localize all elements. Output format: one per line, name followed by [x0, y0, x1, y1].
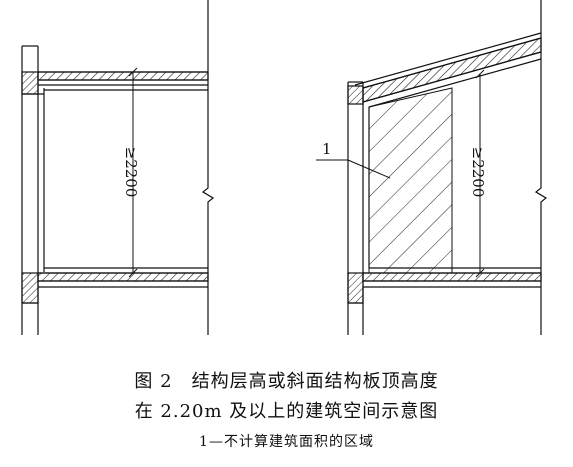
- left-section: [21, 0, 215, 335]
- callout-leader: [316, 159, 391, 179]
- caption-subtitle: 在 2.20m 及以上的建筑空间示意图: [134, 401, 439, 422]
- callout-number: 1: [322, 140, 332, 158]
- section-drawing: ≥2200 ≥2200: [21, 0, 548, 335]
- left-height-dimension: [128, 67, 138, 278]
- right-section: [347, 0, 548, 335]
- non-counted-area: [368, 87, 453, 274]
- left-height-label: ≥2200: [122, 147, 140, 198]
- caption-legend: 1—不计算建筑面积的区域: [199, 434, 374, 450]
- caption-title: 图 2 结构层高或斜面结构板顶高度: [134, 371, 439, 392]
- right-height-dimension: [475, 69, 485, 278]
- right-height-label: ≥2200: [469, 147, 487, 198]
